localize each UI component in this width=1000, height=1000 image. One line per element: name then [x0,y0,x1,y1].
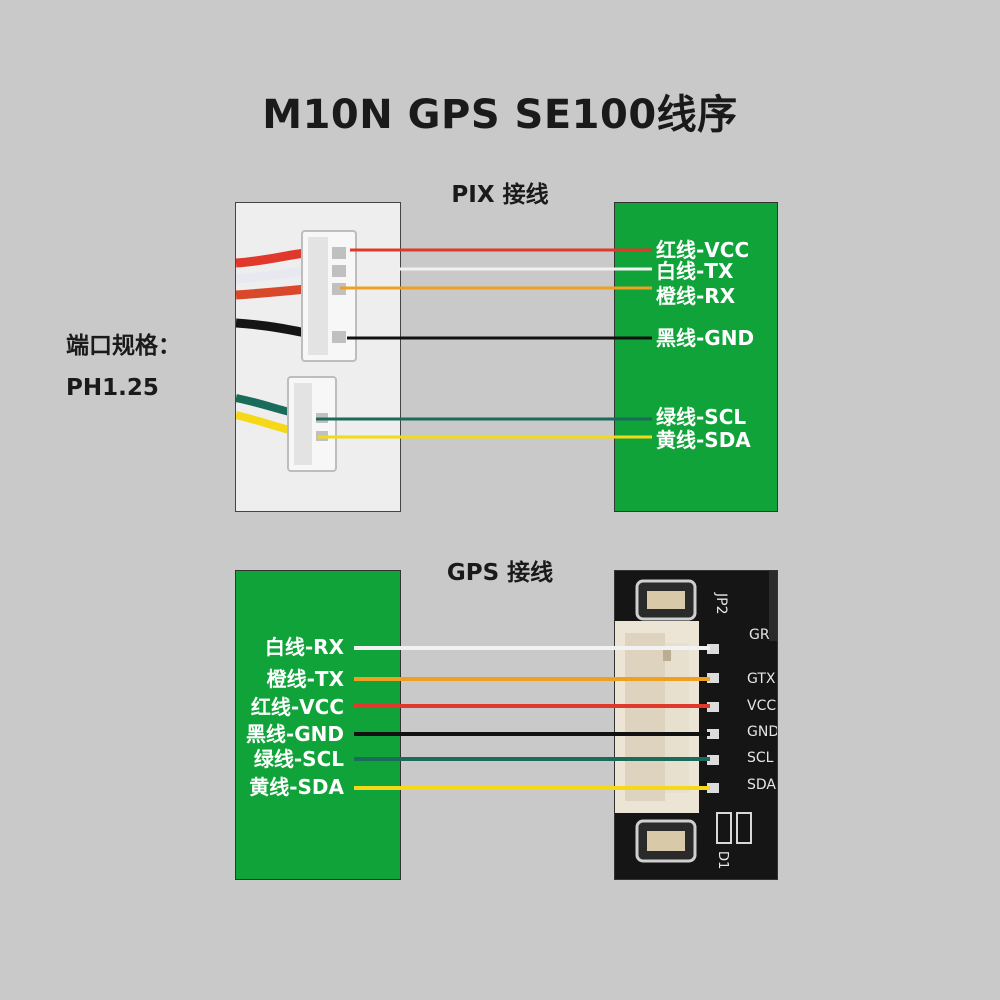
pix-label-gnd: 黑线-GND [656,326,755,350]
pcb-pin-label: VCC [747,698,776,714]
pcb-header-label: JP2 [713,592,729,614]
pcb-pin-label: GND [747,724,778,740]
pcb-pin-label: SCL [747,750,774,766]
pcb-pin-label: SDA [747,777,776,793]
pcb-drawing: GRX GTX VCC GND SCL SDA JP2 D1 [615,571,778,879]
gps-label-scl: 绿线-SCL [253,747,344,771]
gps-label-rx: 白线-RX [264,635,344,659]
pix-label-tx: 白线-TX [656,259,734,283]
port-spec-value: PH1.25 [66,375,159,401]
gps-label-vcc: 红线-VCC [250,695,344,719]
pix-section-title: PIX 接线 [451,182,549,208]
gps-pcb-photo: GRX GTX VCC GND SCL SDA JP2 D1 [614,570,778,880]
gps-label-gnd: 黑线-GND [245,722,344,746]
page-title: M10N GPS SE100线序 [262,92,738,138]
gps-label-sda: 黄线-SDA [249,775,344,799]
gps-pinout-panel [235,570,401,880]
connector-drawing [236,230,357,472]
gps-section-title: GPS 接线 [446,560,554,586]
pix-label-rx: 橙线-RX [656,284,736,308]
gps-label-tx: 橙线-TX [266,667,344,691]
pix-label-vcc: 红线-VCC [656,238,750,262]
pix-label-sda: 黄线-SDA [656,428,751,452]
pix-label-scl: 绿线-SCL [656,405,747,429]
pcb-pin-label: GTX [747,671,776,687]
pix-connector-photo [235,202,401,512]
pix-pinout-panel [614,202,778,512]
port-spec-label: 端口规格： [66,333,181,359]
pcb-diode-label: D1 [715,851,730,869]
